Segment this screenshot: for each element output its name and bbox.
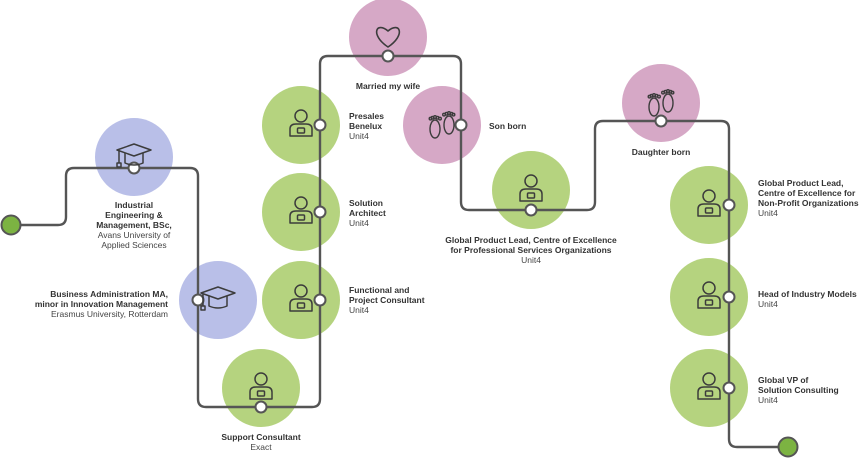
milestone-circles	[95, 0, 748, 427]
presales-title-line: Benelux	[349, 121, 383, 131]
presales-milestone-circle	[262, 86, 340, 164]
industry-anchor-dot	[722, 290, 736, 304]
business-subtitle-line: Erasmus University, Rotterdam	[51, 309, 168, 319]
industrial-graduation-cap-icon	[116, 143, 152, 168]
functional-anchor-dot	[313, 293, 327, 307]
industrial-subtitle-line: Avans University of	[97, 230, 171, 240]
daughter-anchor-dot	[654, 114, 668, 128]
son-label: Son born	[489, 121, 526, 131]
functional-person-icon	[289, 284, 313, 312]
solution-person-icon	[289, 196, 313, 224]
son-milestone-circle	[403, 86, 481, 164]
married-heart-icon	[375, 26, 401, 48]
son-title-line: Son born	[489, 121, 527, 131]
business-milestone-circle	[179, 261, 257, 339]
presales-person-icon	[289, 109, 313, 137]
timeline-start-point	[0, 214, 22, 236]
gpl_np-title-line: Global Product Lead,	[758, 178, 844, 188]
married-anchor-dot	[381, 49, 395, 63]
vp-anchor-dot	[722, 381, 736, 395]
married-milestone-circle	[349, 0, 427, 76]
gpl_ps-title-line: Global Product Lead, Centre of Excellenc…	[445, 235, 617, 245]
functional-milestone-circle	[262, 261, 340, 339]
industrial-title-line: Management, BSc,	[96, 220, 172, 230]
business-title-line: minor in Innovation Management	[34, 299, 168, 309]
functional-title-line: Functional and	[349, 285, 410, 295]
gpl_np-title-line: Centre of Excellence for	[758, 188, 856, 198]
solution-title-line: Solution	[349, 198, 383, 208]
industrial-title-line: Engineering &	[105, 210, 163, 220]
vp-milestone-circle	[670, 349, 748, 427]
industrial-subtitle-line: Applied Sciences	[101, 240, 167, 250]
gpl_ps-milestone-circle	[492, 151, 570, 229]
daughter-label: Daughter born	[632, 147, 691, 157]
gpl_ps-anchor-dot	[524, 203, 538, 217]
vp-person-icon	[697, 372, 721, 400]
solution-anchor-dot	[313, 205, 327, 219]
son-anchor-dot	[454, 118, 468, 132]
gpl_np-subtitle-line: Unit4	[758, 208, 778, 218]
son-footprints-icon	[428, 110, 456, 139]
gpl_np-milestone-circle	[670, 166, 748, 244]
married-title-line: Married my wife	[355, 81, 421, 91]
industry-milestone-circle	[670, 258, 748, 336]
gpl_np-label: Global Product Lead,Centre of Excellence…	[758, 178, 859, 218]
support-anchor-dot	[254, 400, 268, 414]
presales-subtitle-line: Unit4	[349, 131, 369, 141]
industrial-title-line: Industrial	[114, 200, 154, 210]
business-anchor-dot	[191, 293, 205, 307]
gpl_np-person-icon	[697, 189, 721, 217]
industry-title-line: Head of Industry Models	[758, 289, 857, 299]
daughter-milestone-circle	[622, 64, 700, 142]
support-subtitle-line: Exact	[250, 442, 272, 452]
support-person-icon	[249, 372, 273, 400]
solution-subtitle-line: Unit4	[349, 218, 369, 228]
vp-title-line: Global VP of	[758, 375, 809, 385]
timeline-end-point	[777, 436, 799, 458]
gpl_ps-label: Global Product Lead, Centre of Excellenc…	[445, 235, 616, 265]
solution-milestone-circle	[262, 173, 340, 251]
gpl_ps-title-line: for Professional Services Organizations	[450, 245, 612, 255]
presales-title-line: Presales	[349, 111, 384, 121]
gpl_np-title-line: Non-Profit Organizations	[758, 198, 859, 208]
business-graduation-cap-icon	[200, 286, 236, 311]
functional-title-line: Project Consultant	[349, 295, 425, 305]
daughter-title-line: Daughter born	[631, 147, 691, 157]
business-label: Business Administration MA,minor in Inno…	[35, 289, 168, 319]
industry-subtitle-line: Unit4	[758, 299, 778, 309]
business-title-line: Business Administration MA,	[50, 289, 168, 299]
gpl_ps-subtitle-line: Unit4	[521, 255, 541, 265]
industrial-milestone-circle	[95, 118, 173, 196]
support-milestone-circle	[222, 349, 300, 427]
support-title-line: Support Consultant	[221, 432, 301, 442]
daughter-footprints-icon	[647, 88, 675, 117]
married-label: Married my wife	[356, 81, 420, 91]
solution-title-line: Architect	[349, 208, 386, 218]
presales-anchor-dot	[313, 118, 327, 132]
industry-person-icon	[697, 281, 721, 309]
vp-subtitle-line: Unit4	[758, 395, 778, 405]
gpl_ps-person-icon	[519, 174, 543, 202]
gpl_np-anchor-dot	[722, 198, 736, 212]
functional-subtitle-line: Unit4	[349, 305, 369, 315]
vp-title-line: Solution Consulting	[758, 385, 839, 395]
